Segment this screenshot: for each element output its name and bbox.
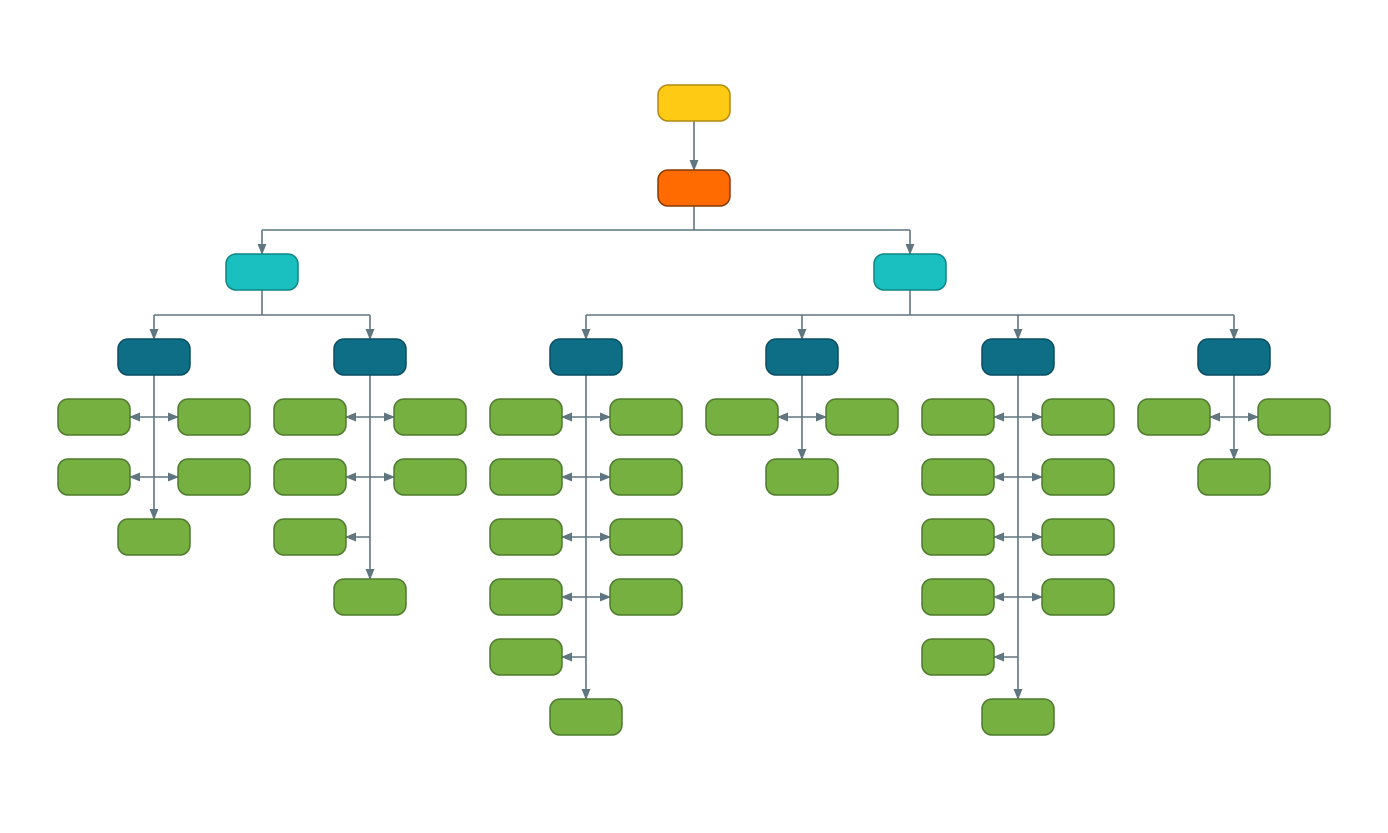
leaf-node-2-2[interactable]	[393, 398, 467, 436]
leaf-node-3-3[interactable]	[489, 458, 563, 496]
connector-layer	[128, 121, 1260, 701]
leaf-node-1-4[interactable]	[177, 458, 251, 496]
department-node-4[interactable]	[765, 338, 839, 376]
leaf-node-6-3[interactable]	[1197, 458, 1271, 496]
leaf-node-5-3[interactable]	[921, 458, 995, 496]
leaf-node-3-8[interactable]	[609, 578, 683, 616]
leaf-node-3-5[interactable]	[489, 518, 563, 556]
leaf-node-2-3[interactable]	[273, 458, 347, 496]
level2-node-2[interactable]	[873, 253, 947, 291]
leaf-node-5-4[interactable]	[1041, 458, 1115, 496]
root-node[interactable]	[657, 84, 731, 122]
leaf-node-4-3[interactable]	[765, 458, 839, 496]
node-layer	[57, 84, 1331, 736]
department-node-6[interactable]	[1197, 338, 1271, 376]
department-node-1[interactable]	[117, 338, 191, 376]
leaf-node-4-2[interactable]	[825, 398, 899, 436]
leaf-node-3-2[interactable]	[609, 398, 683, 436]
leaf-node-3-9[interactable]	[489, 638, 563, 676]
leaf-node-5-7[interactable]	[921, 578, 995, 616]
leaf-node-5-6[interactable]	[1041, 518, 1115, 556]
leaf-node-1-2[interactable]	[177, 398, 251, 436]
leaf-node-2-4[interactable]	[393, 458, 467, 496]
leaf-node-5-8[interactable]	[1041, 578, 1115, 616]
leaf-node-4-1[interactable]	[705, 398, 779, 436]
leaf-node-2-1[interactable]	[273, 398, 347, 436]
level1-node[interactable]	[657, 169, 731, 207]
department-node-5[interactable]	[981, 338, 1055, 376]
leaf-node-3-7[interactable]	[489, 578, 563, 616]
leaf-node-3-4[interactable]	[609, 458, 683, 496]
department-node-3[interactable]	[549, 338, 623, 376]
leaf-node-6-1[interactable]	[1137, 398, 1211, 436]
leaf-node-2-6[interactable]	[333, 578, 407, 616]
leaf-node-1-5[interactable]	[117, 518, 191, 556]
leaf-node-1-3[interactable]	[57, 458, 131, 496]
leaf-node-5-5[interactable]	[921, 518, 995, 556]
level2-node-1[interactable]	[225, 253, 299, 291]
leaf-node-5-9[interactable]	[921, 638, 995, 676]
leaf-node-3-10[interactable]	[549, 698, 623, 736]
department-node-2[interactable]	[333, 338, 407, 376]
leaf-node-5-10[interactable]	[981, 698, 1055, 736]
leaf-node-1-1[interactable]	[57, 398, 131, 436]
leaf-node-5-2[interactable]	[1041, 398, 1115, 436]
leaf-node-2-5[interactable]	[273, 518, 347, 556]
leaf-node-5-1[interactable]	[921, 398, 995, 436]
leaf-node-3-6[interactable]	[609, 518, 683, 556]
leaf-node-3-1[interactable]	[489, 398, 563, 436]
leaf-node-6-2[interactable]	[1257, 398, 1331, 436]
